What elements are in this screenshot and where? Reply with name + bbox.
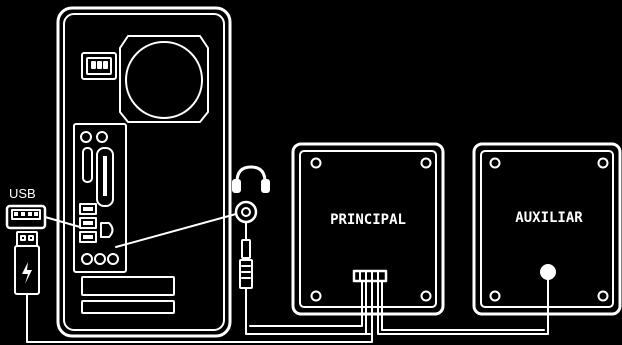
pc-tower bbox=[56, 6, 232, 338]
speaker-principal bbox=[249, 142, 549, 335]
speaker-principal-label: PRINCIPAL bbox=[330, 212, 406, 228]
speaker-auxiliar bbox=[472, 142, 622, 316]
usb-label: USB bbox=[9, 186, 36, 201]
audio-jack-icon bbox=[234, 200, 258, 224]
headphones-icon bbox=[232, 165, 270, 193]
io-panel bbox=[73, 123, 127, 273]
usb-plug-icon bbox=[14, 231, 40, 306]
fan-icon bbox=[119, 35, 209, 123]
power-bolt-icon bbox=[22, 262, 32, 284]
power-socket-icon bbox=[81, 52, 117, 80]
usb-port-icon bbox=[5, 204, 47, 230]
speaker-auxiliar-label: AUXILIAR bbox=[515, 210, 583, 226]
audio-plug bbox=[239, 221, 253, 289]
